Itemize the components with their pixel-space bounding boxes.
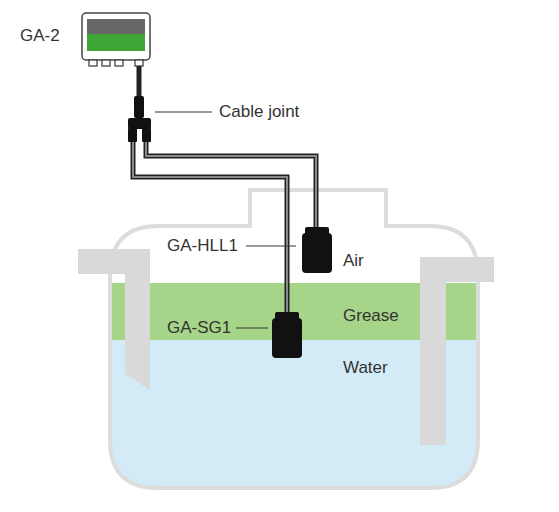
inlet-pipe: [78, 249, 150, 390]
callout-label: Cable joint: [219, 102, 299, 122]
ga-hll1-sensor: [302, 227, 332, 273]
leader-line: [246, 246, 296, 247]
sensor-label: GA-HLL1: [167, 236, 238, 256]
layer-label: Water: [343, 358, 388, 378]
outlet-pipe: [420, 257, 494, 445]
device-label: GA-2: [20, 26, 60, 46]
ga-sg1-sensor: [272, 312, 302, 358]
sensor-cables: [133, 66, 316, 314]
leader-line: [236, 328, 268, 329]
leader-line: [155, 112, 212, 113]
layer-label: Grease: [343, 306, 399, 326]
sensor-label: GA-SG1: [167, 318, 231, 338]
ga2-controller: [82, 13, 150, 66]
layer-label: Air: [343, 251, 364, 271]
cable-joint: [128, 96, 151, 142]
